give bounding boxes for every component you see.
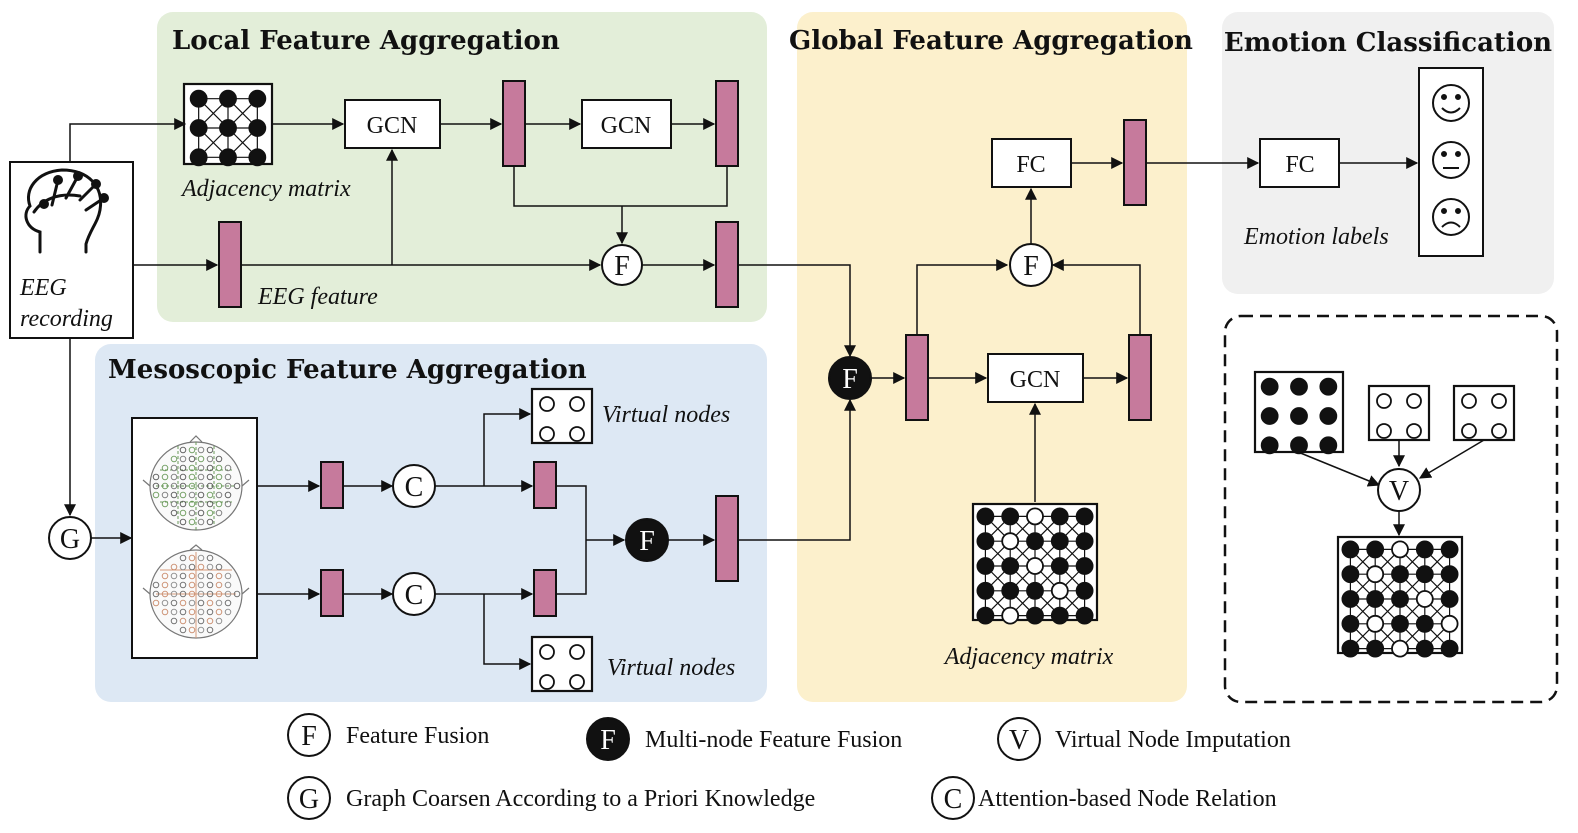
feature-bar-local-2: [715, 80, 739, 167]
feature-bar-meso-fused: [715, 495, 739, 582]
adjacency-matrix-9: [182, 82, 274, 167]
imputation-virtual-nodes-1: [1367, 384, 1431, 442]
coarsen-symbol: G: [60, 524, 80, 555]
imputation-panel: [1223, 314, 1559, 704]
feature-bar-meso-attn-lower: [533, 569, 557, 617]
eeg-recording-label-2: recording: [20, 306, 113, 332]
sad-face-icon: [1432, 198, 1470, 236]
feature-bar-global-out: [1123, 119, 1147, 206]
arrow-feat1-to-fusion: [916, 259, 1009, 335]
arrow-imp-full-to-v: [1297, 451, 1381, 487]
feature-bar-meso-upper: [320, 461, 344, 509]
global-fusion-symbol: F: [1023, 251, 1039, 282]
local-fusion-symbol: F: [614, 251, 630, 282]
adjacency-label-global: Adjacency matrix: [943, 644, 1114, 670]
legend-coarsen-text: Graph Coarsen According to a Priori Know…: [346, 786, 815, 812]
gcn-box-2: [581, 99, 672, 149]
feature-bar-local-fused: [715, 221, 739, 308]
eeg-head-icon: [24, 168, 109, 254]
virtual-nodes-lower-icon: [530, 635, 594, 693]
happy-face-icon: [1432, 84, 1470, 122]
line-skip-local: [513, 166, 728, 207]
arrow-feat2-to-fusion: [1051, 259, 1141, 335]
legend-imputation-icon: [997, 717, 1041, 761]
fc-label-2: FC: [1285, 152, 1314, 178]
feature-bar-global-1: [905, 334, 929, 421]
virtual-nodes-label-lower: Virtual nodes: [607, 655, 735, 681]
fc-label-1: FC: [1016, 152, 1045, 178]
emotion-title: Emotion Classification: [1224, 28, 1552, 58]
fc-box-2: [1259, 138, 1340, 188]
eeg-feature-label: EEG feature: [257, 284, 378, 310]
gcn-label-2: GCN: [601, 113, 652, 139]
legend-coarsen-symbol: G: [299, 784, 319, 815]
arrow-attention-to-virtual-lower: [483, 594, 532, 670]
arrow-meso-to-global: [738, 398, 856, 541]
meso-panel: [95, 344, 767, 702]
local-title: Local Feature Aggregation: [172, 26, 560, 56]
legend-attention-symbol: C: [944, 784, 963, 815]
meso-multifusion-symbol: F: [639, 526, 655, 557]
neutral-face-icon: [1432, 141, 1470, 179]
adjacency-matrix-global: [971, 502, 1099, 625]
feature-bar-global-2: [1128, 334, 1152, 421]
virtual-nodes-upper-icon: [530, 387, 594, 445]
local-panel: [157, 12, 767, 322]
gcn-label-1: GCN: [367, 113, 418, 139]
legend-coarsen-icon: [287, 776, 331, 820]
legend-multifusion-icon: [586, 717, 630, 761]
brain-map-lower-icon: [142, 544, 250, 643]
arrow-eeg-to-adj: [69, 118, 187, 162]
legend-attention-text: Attention-based Node Relation: [978, 786, 1277, 812]
attention-symbol-upper: C: [405, 472, 424, 503]
virtual-nodes-label-upper: Virtual nodes: [602, 402, 730, 428]
feature-bar-meso-attn-upper: [533, 461, 557, 509]
arrow-attention-to-virtual-upper: [483, 408, 532, 486]
imputation-virtual-nodes-2: [1452, 384, 1516, 442]
gcn-label-3: GCN: [1010, 367, 1061, 393]
imputation-result-matrix: [1336, 535, 1464, 658]
legend-multifusion-symbol: F: [600, 725, 616, 756]
adjacency-label-local: Adjacency matrix: [180, 176, 351, 202]
arrow-imp-vn2-to-v: [1418, 439, 1485, 479]
legend-attention-icon: [931, 776, 975, 820]
feature-bar-meso-lower: [320, 569, 344, 617]
meso-title: Mesoscopic Feature Aggregation: [108, 355, 587, 385]
global-title: Global Feature Aggregation: [789, 26, 1193, 56]
emotion-labels-text: Emotion labels: [1243, 224, 1389, 250]
attention-symbol-lower: C: [405, 580, 424, 611]
legend-multifusion-text: Multi-node Feature Fusion: [645, 727, 902, 753]
legend-imputation-text: Virtual Node Imputation: [1055, 727, 1291, 753]
eeg-feature-bar: [218, 221, 242, 308]
imputation-symbol: V: [1389, 476, 1409, 507]
legend-imputation-symbol: V: [1009, 725, 1029, 756]
brain-map-upper-icon: [142, 435, 250, 536]
legend-fusion-icon: [287, 713, 331, 757]
feature-bar-local-1: [502, 80, 526, 167]
emotion-labels-box: [1418, 67, 1484, 257]
imputation-matrix-full: [1253, 370, 1345, 455]
gcn-box-3: [987, 353, 1084, 403]
legend-fusion-symbol: F: [301, 721, 317, 752]
legend-fusion-text: Feature Fusion: [346, 723, 489, 749]
global-multifusion-symbol: F: [842, 364, 858, 395]
gcn-box-1: [344, 99, 441, 149]
arrow-local-to-global: [738, 264, 856, 358]
eeg-recording-label-1: EEG: [19, 275, 67, 301]
